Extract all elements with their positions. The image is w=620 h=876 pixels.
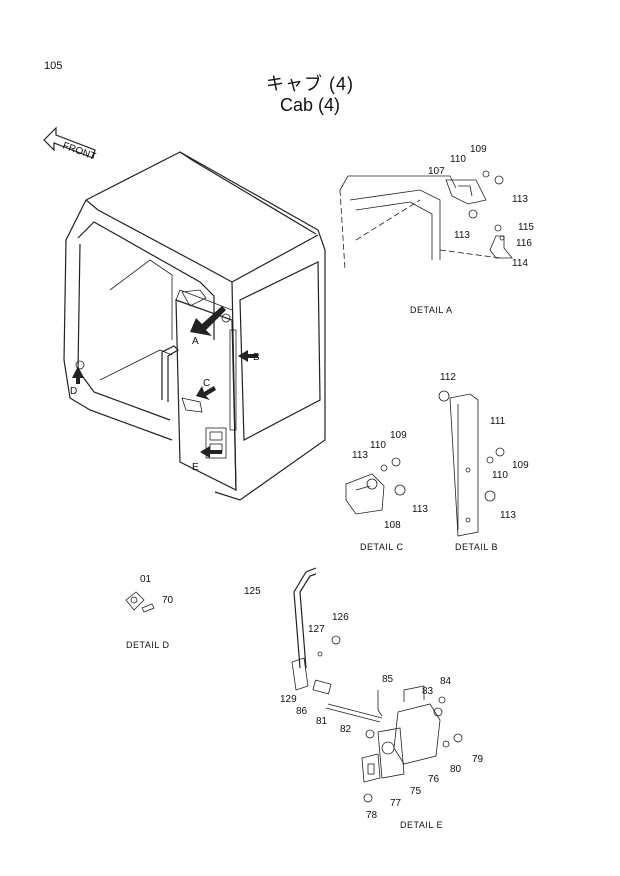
arrow-a-icon [190,306,226,336]
arrow-c-icon [196,386,216,400]
part-113-label: 113 [512,194,528,205]
part-108-label: 108 [384,520,401,531]
part-79-label: 79 [472,754,484,765]
part-110-label-c: 110 [370,440,386,451]
part-114-label: 114 [512,258,528,269]
part-125-label: 125 [244,586,261,597]
part-75-label: 75 [410,786,422,797]
part-82-label: 82 [340,724,352,735]
part-78-label: 78 [366,810,378,821]
detail-c-label: DETAIL C [360,542,404,552]
title-japanese: キャブ (4) [266,74,354,94]
part-111-label: 111 [490,416,506,427]
part-81-label: 81 [316,716,328,727]
part-129-label: 129 [280,694,297,705]
callout-c: C [203,378,210,389]
detail-a-drawing: 107 109 110 113 113 115 116 114 DETAIL A [339,144,534,315]
title-english: Cab (4) [279,95,341,115]
callout-e: E [192,462,199,473]
part-109-label-b: 109 [512,460,529,471]
detail-a-label: DETAIL A [410,305,453,315]
part-113-label-2: 113 [454,230,470,241]
part-112-label: 112 [440,372,456,383]
part-86-label: 86 [296,706,308,717]
part-80-label: 80 [450,764,462,775]
front-arrow-icon [43,126,96,159]
detail-b-drawing: 112 111 109 110 113 DETAIL B [438,372,529,552]
part-116-label: 116 [516,238,532,249]
page-number: 105 [44,60,63,72]
part-107-label: 107 [428,166,445,177]
part-113-label-c: 113 [352,450,368,461]
front-arrow: FRONT [43,126,97,163]
detail-d-drawing: 01 70 DETAIL D [125,574,174,650]
detail-e-label: DETAIL E [400,820,443,830]
part-70-label: 70 [162,595,174,606]
part-110-label-b: 110 [492,470,508,481]
part-83-label: 83 [422,686,434,697]
arrow-b-icon [238,350,258,362]
arrow-d-icon [72,366,84,384]
part-77-label: 77 [390,798,402,809]
cab-body [63,151,326,501]
detail-d-label: DETAIL D [126,640,170,650]
part-84-label: 84 [440,676,452,687]
part-110-label: 110 [450,154,466,165]
part-109-label-c: 109 [390,430,407,441]
part-85-label: 85 [382,674,394,685]
part-113-label-c2: 113 [412,504,428,515]
part-126-label: 126 [332,612,349,623]
part-109-label: 109 [470,144,487,155]
part-113-label-b: 113 [500,510,516,521]
callout-arrows: A B C D E [70,306,260,473]
part-76-label: 76 [428,774,440,785]
callout-d: D [70,386,77,397]
part-115-label: 115 [518,222,534,233]
detail-b-label: DETAIL B [455,542,498,552]
part-127-label: 127 [308,624,325,635]
callout-a: A [192,336,199,347]
callout-b: B [253,352,260,363]
detail-c-drawing: 113 110 109 113 108 DETAIL C [345,430,428,552]
detail-e-drawing: 125 126 127 129 86 81 85 83 84 82 79 80 … [244,567,484,830]
part-01-label: 01 [140,574,152,585]
arrow-e-icon [200,446,222,458]
